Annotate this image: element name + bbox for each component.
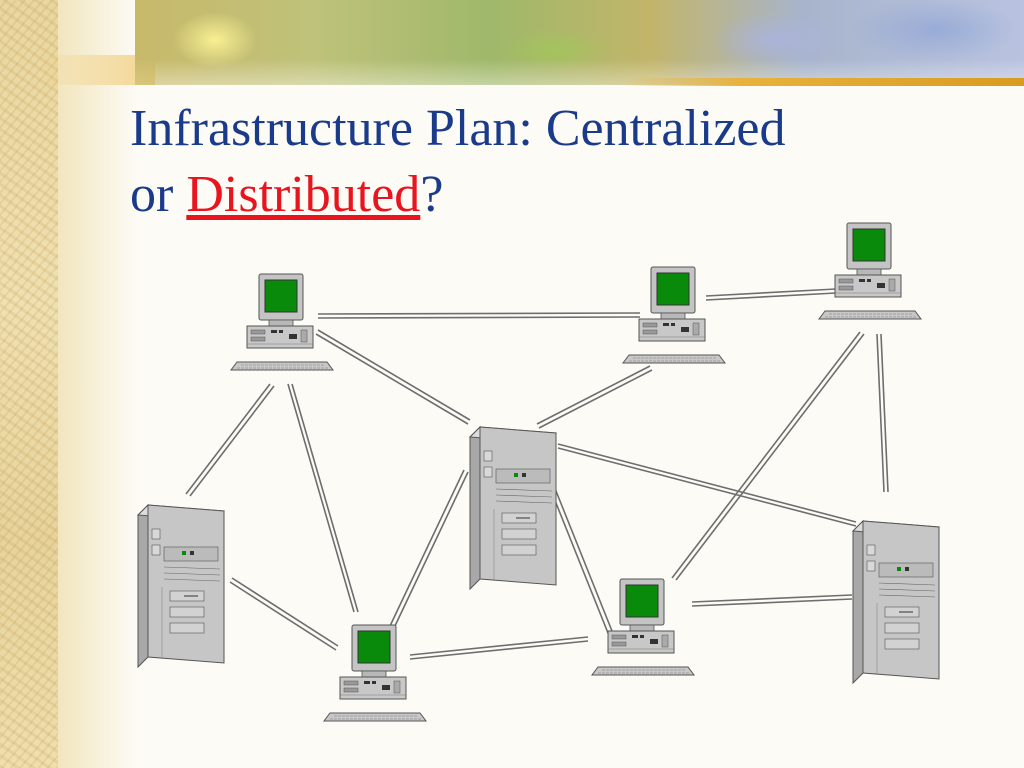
- decorative-strip-fade: [58, 0, 138, 768]
- title-line-2-suffix: ?: [420, 166, 444, 223]
- link-wsbl-wsbm: [409, 636, 589, 660]
- link-server-center-wsbl: [389, 469, 469, 629]
- server-icon: [137, 504, 225, 668]
- link-wstl-server-left: [185, 383, 275, 497]
- server-icon: [852, 520, 940, 684]
- link-wstr-wsbm: [671, 331, 865, 581]
- link-wstl-wstm: [317, 312, 641, 319]
- decorative-parchment-strip: [0, 0, 58, 768]
- link-wstl-server-center: [315, 329, 471, 425]
- workstation-icon: [818, 222, 922, 320]
- link-wsbm-server-right: [691, 594, 853, 607]
- workstation-icon: [622, 266, 726, 364]
- decorative-banner-bar: [620, 78, 1024, 86]
- link-wstr-server-right: [876, 333, 889, 493]
- link-server-center-wsbm: [549, 485, 615, 639]
- server-icon: [469, 426, 557, 590]
- title-line-1: Infrastructure Plan: Centralized: [130, 100, 786, 157]
- workstation-icon: [230, 273, 334, 371]
- title-line-2-prefix: or: [130, 166, 187, 223]
- link-wstl-wsbl: [287, 383, 359, 613]
- link-server-center-server-right: [557, 443, 857, 527]
- link-server-left-wsbl: [229, 577, 339, 651]
- network-links: [185, 288, 889, 660]
- title-accent-word: Distributed: [186, 166, 421, 223]
- decorative-leaf-banner: [135, 0, 1024, 85]
- workstation-icon: [591, 578, 695, 676]
- link-wstm-wstr: [705, 288, 837, 301]
- link-wstm-server-center: [536, 365, 653, 429]
- workstation-icon: [323, 624, 427, 722]
- slide-title: Infrastructure Plan: Centralized or Dist…: [130, 96, 1000, 228]
